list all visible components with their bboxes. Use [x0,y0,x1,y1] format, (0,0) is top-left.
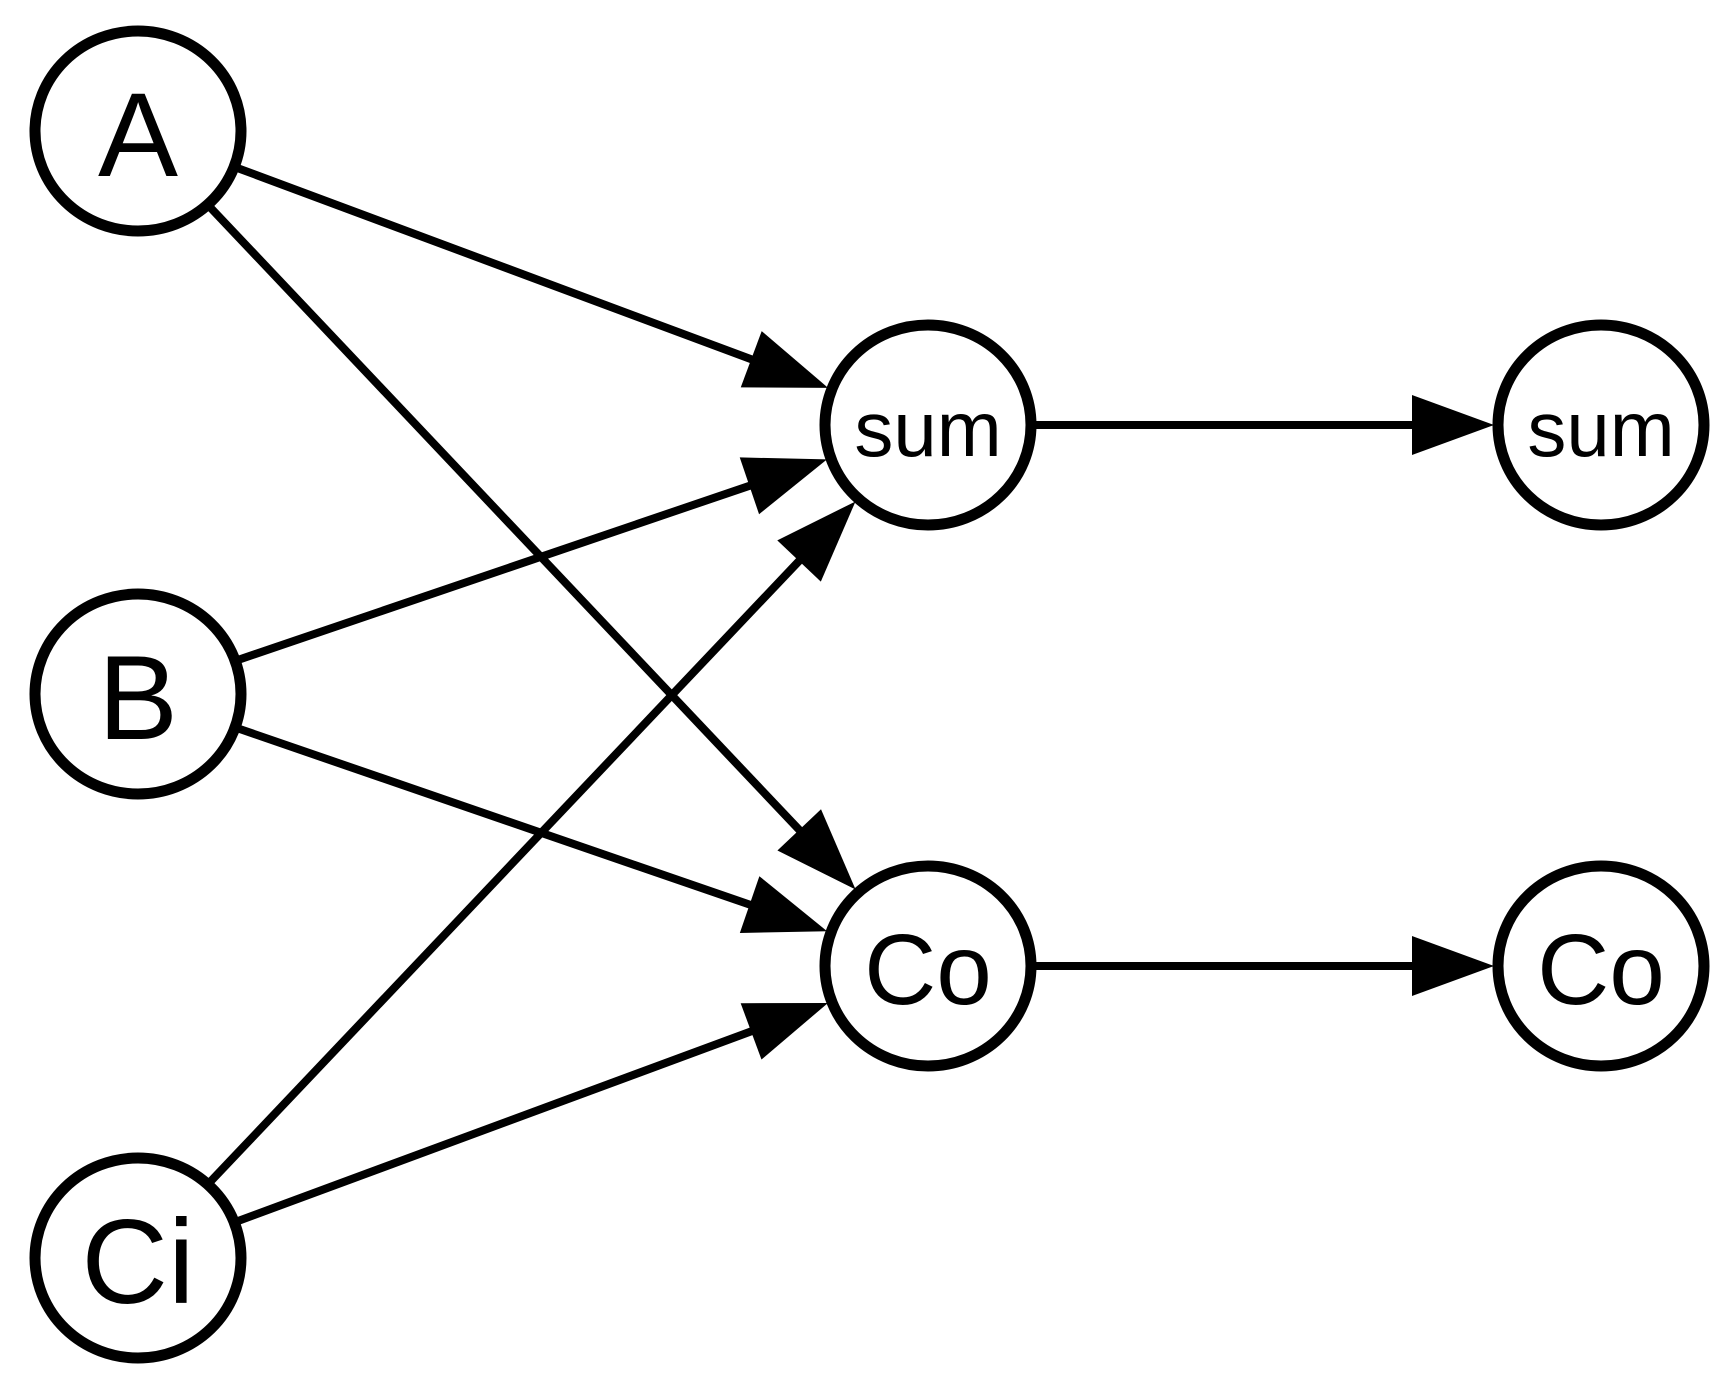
arrowhead-icon [740,1002,828,1060]
node-circle [29,1152,247,1364]
node-label: Co [864,914,992,1026]
node-label: sum [1527,385,1674,473]
edge-line [236,724,755,910]
edge-line [236,480,755,664]
node-label: sum [854,385,1001,473]
edge-Ci-to-Co1 [235,1002,828,1226]
node-circle [1492,860,1710,1072]
edge-B-to-Co1 [236,724,828,933]
node-Co1: Co [819,860,1037,1072]
edge-Co1-to-Co2 [1034,936,1494,996]
arrowhead-icon [1412,936,1494,996]
node-label: Ci [81,1195,194,1329]
node-B: B [29,588,247,800]
node-label: Co [1537,914,1665,1026]
edge-A-to-sum1 [235,164,829,388]
edge-Ci-to-sum1 [206,501,856,1186]
node-circle [1492,319,1710,531]
arrowhead-icon [1412,395,1494,455]
node-circle [29,25,247,237]
edge-line [235,164,757,365]
node-label: B [98,631,178,765]
node-sum1: sum [819,319,1037,531]
node-A: A [29,25,247,237]
arrowhead-icon [739,876,828,933]
node-circle [819,319,1037,531]
edge-B-to-sum1 [236,457,828,664]
arrowhead-icon [739,457,828,515]
node-label: A [98,68,178,202]
arrowhead-icon [740,331,829,388]
node-circle [29,588,247,800]
node-Ci: Ci [29,1152,247,1364]
edge-A-to-Co1 [206,204,856,890]
arrowhead-icon [777,501,856,582]
edges-layer [206,164,1494,1226]
node-Co2: Co [1492,860,1710,1072]
edge-line [206,555,805,1186]
edge-sum1-to-sum2 [1034,395,1494,455]
arrowhead-icon [777,809,856,890]
edge-line [206,204,805,836]
node-sum2: sum [1492,319,1710,531]
edge-line [235,1026,757,1226]
node-circle [819,860,1037,1072]
